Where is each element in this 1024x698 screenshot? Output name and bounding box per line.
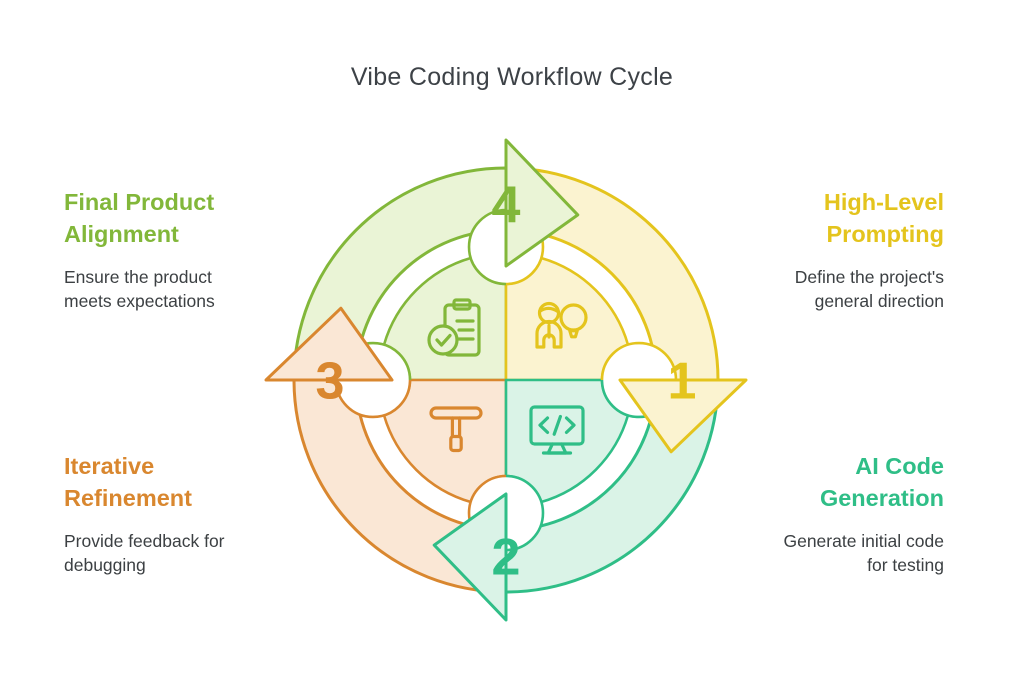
heading-line: Final Product: [64, 189, 215, 215]
step-1-arrowhead: [618, 378, 748, 454]
description-line: Define the project's: [794, 267, 944, 287]
label-ai-code-generation: AI Code Generation Generate initial code…: [682, 451, 944, 577]
step-2-heading: AI Code Generation: [682, 451, 944, 514]
label-high-level-prompting: High-Level Prompting Define the project'…: [682, 187, 944, 313]
heading-line: Prompting: [826, 220, 945, 247]
step-3-heading: Iterative Refinement: [64, 451, 326, 514]
heading-line: Alignment: [64, 220, 179, 247]
notch-arc: [600, 341, 678, 381]
workflow-cycle-diagram: 1 2 3 4: [264, 138, 748, 622]
description-line: for testing: [867, 554, 944, 575]
step-2-arrowhead: [432, 492, 508, 622]
description-line: Provide feedback for: [64, 531, 225, 551]
heading-line: Generation: [819, 484, 944, 511]
step-2-description: Generate initial code for testing: [682, 530, 944, 577]
heading-line: High-Level: [823, 189, 944, 215]
label-iterative-refinement: Iterative Refinement Provide feedback fo…: [64, 451, 326, 577]
step-1-heading: High-Level Prompting: [682, 187, 944, 250]
step-4-description: Ensure the product meets expectations: [64, 266, 326, 313]
heading-line: AI Code: [855, 453, 944, 479]
step-4-arrowhead: [504, 138, 580, 268]
t-wrench-icon: [429, 406, 483, 453]
notch-arc: [467, 208, 507, 286]
person-lightbulb-icon: [535, 301, 588, 349]
heading-line: Refinement: [64, 484, 192, 511]
description-line: debugging: [64, 554, 146, 575]
step-4-number: 4: [492, 177, 521, 235]
description-line: meets expectations: [64, 290, 215, 311]
heading-line: Iterative: [64, 453, 155, 479]
step-3-arrowhead: [264, 306, 394, 382]
page-title: Vibe Coding Workflow Cycle: [350, 63, 674, 91]
description-line: Ensure the product: [64, 267, 212, 287]
clipboard-check-icon: [427, 298, 481, 357]
notch-arc: [505, 474, 545, 552]
description-line: general direction: [814, 290, 944, 311]
step-3-number: 3: [316, 353, 345, 411]
step-1-number: 1: [668, 353, 697, 411]
step-1-description: Define the project's general direction: [682, 266, 944, 313]
notch-arc: [334, 379, 412, 419]
step-2-number: 2: [492, 529, 521, 587]
step-3-description: Provide feedback for debugging: [64, 530, 326, 577]
description-line: Generate initial code: [783, 531, 944, 551]
code-monitor-icon: [529, 405, 585, 455]
label-final-product-alignment: Final Product Alignment Ensure the produ…: [64, 187, 326, 313]
step-4-heading: Final Product Alignment: [64, 187, 326, 250]
